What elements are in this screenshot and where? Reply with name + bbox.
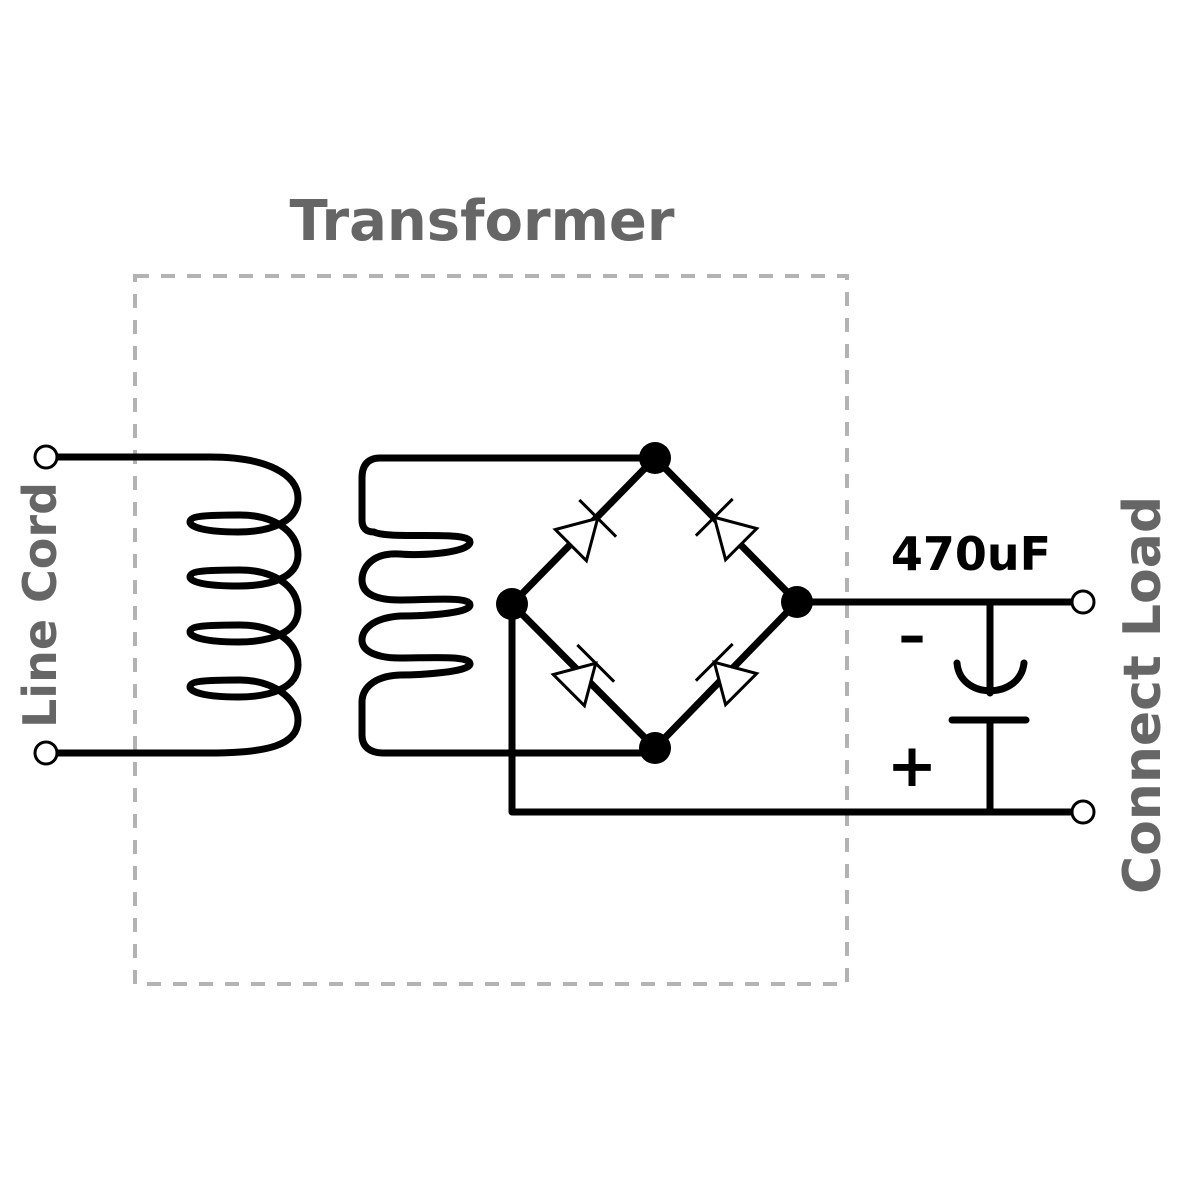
line-cord-terminal-bottom	[33, 740, 59, 766]
capacitor-curved-plate	[953, 659, 1028, 695]
line-cord-label: Line Cord	[13, 482, 67, 728]
output-bottom-wire	[508, 600, 1087, 816]
node-bottom	[639, 732, 671, 764]
diode-top-right	[694, 497, 760, 563]
secondary-winding	[358, 454, 659, 757]
load-terminal-bottom	[1070, 799, 1096, 825]
capacitor	[948, 598, 1030, 816]
bridge-rectifier	[496, 442, 813, 764]
node-top	[639, 442, 671, 474]
load-terminal-top	[1070, 589, 1096, 615]
diode-bottom-right	[694, 642, 760, 708]
diode-bottom-left	[550, 643, 616, 709]
secondary-coil	[358, 454, 659, 757]
transformer-enclosure	[133, 274, 849, 986]
minus-sign: –	[899, 604, 926, 667]
connect-load-label: Connect Load	[1113, 496, 1173, 894]
primary-winding	[42, 453, 302, 757]
plus-sign: +	[887, 731, 937, 801]
transformer-label: Transformer	[289, 189, 674, 254]
line-cord-terminal-top	[33, 444, 59, 470]
diode-top-left	[552, 498, 618, 564]
capacitance-label: 470uF	[891, 527, 1051, 581]
primary-coil	[186, 453, 302, 757]
